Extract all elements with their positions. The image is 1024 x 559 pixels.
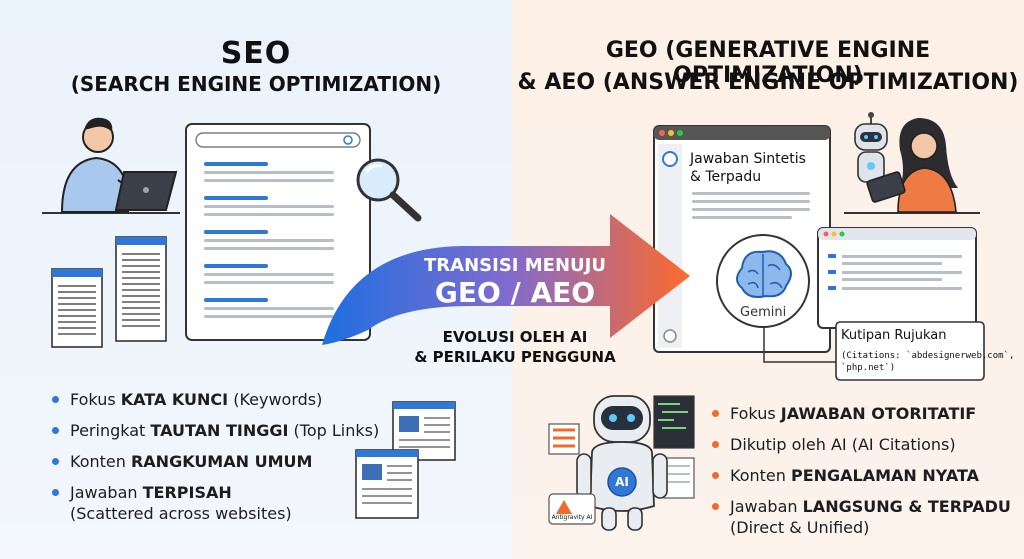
robot-ai-label: AI (615, 475, 629, 489)
bullet-bold: TAUTAN TINGGI (150, 421, 289, 440)
seo-bullet-keywords: Fokus KATA KUNCI (Keywords) (52, 389, 379, 410)
seo-bullet-content: Konten RANGKUMAN UMUM (52, 451, 379, 472)
seo-bullet-list: Fokus KATA KUNCI (Keywords) Peringkat TA… (52, 389, 379, 534)
bullet-text-line2: (Scattered across websites) (70, 504, 292, 523)
person-laptop-illustration (42, 117, 180, 214)
bullet-text: Peringkat (70, 421, 151, 440)
antigravity-label: Antigravity AI (551, 514, 593, 521)
seo-subtitle: (SEARCH ENGINE OPTIMIZATION) (0, 72, 512, 96)
citation-line2: `php.net`) (841, 363, 896, 373)
bullet-bold: LANGSUNG & TERPADU (802, 497, 1011, 516)
geo-bullet-authoritative: Fokus JAWABAN OTORITATIF (712, 403, 1011, 424)
bullet-bold: RANGKUMAN UMUM (130, 452, 313, 471)
transition-arrow (322, 214, 690, 345)
seo-bullet-links: Peringkat TAUTAN TINGGI (Top Links) (52, 420, 379, 441)
search-results-page (185, 123, 371, 341)
geo-bullet-experience: Konten PENGALAMAN NYATA (712, 465, 1011, 486)
arrow-label-line2: GEO / AEO (434, 276, 596, 309)
bullet-text: Konten (70, 452, 131, 471)
seo-subtitle-text: (SEARCH ENGINE OPTIMIZATION) (70, 72, 442, 96)
bullet-bold: KATA KUNCI (120, 390, 229, 409)
seo-bullet-answers: Jawaban TERPISAH (Scattered across websit… (52, 482, 379, 524)
answer-box-title: Jawaban Sintetis & Terpadu (690, 150, 806, 186)
bullet-text: Konten (730, 466, 791, 485)
robot-woman-illustration (844, 112, 980, 214)
citation-line1: (Citations: `abdesignerweb.com`, (841, 351, 1015, 361)
citations-window (763, 227, 985, 381)
citation-title: Kutipan Rujukan (841, 328, 947, 343)
bullet-text: Fokus (730, 404, 781, 423)
arrow-label-line1: TRANSISI MENUJU (424, 255, 606, 276)
geo-title: GEO (GENERATIVE ENGINE OPTIMIZATION) (605, 38, 931, 88)
browser-windows-left (355, 401, 456, 519)
bullet-text: (Top Links) (288, 421, 380, 440)
bullet-bold: TERPISAH (142, 483, 232, 502)
geo-bullet-citations: Dikutip oleh AI (AI Citations) (712, 434, 1011, 455)
answer-box-line1: Jawaban Sintetis (690, 151, 806, 167)
citation-text: (Citations: `abdesignerweb.com`, `php.ne… (841, 350, 1014, 374)
bullet-text: (Keywords) (228, 390, 323, 409)
arrow-caption-line1: EVOLUSI OLEH AI (442, 328, 588, 346)
gemini-brain-icon (716, 234, 810, 328)
arrow-caption-line2: & PERILAKU PENGGUNA (414, 348, 616, 366)
magnifier-icon (356, 158, 422, 222)
answer-box-line2: & Terpadu (690, 169, 762, 185)
bullet-text-line2: (Direct & Unified) (730, 518, 870, 537)
document-icons-left (51, 236, 167, 348)
bullet-bold: JAWABAN OTORITATIF (780, 404, 977, 423)
bullet-text: Fokus (70, 390, 121, 409)
bullet-bold: PENGALAMAN NYATA (790, 466, 980, 485)
bullet-text: Jawaban (70, 483, 143, 502)
arrow-caption: EVOLUSI OLEH AI & PERILAKU PENGGUNA (400, 327, 630, 367)
seo-title: SEO (220, 36, 292, 71)
bullet-text: Dikutip oleh AI (AI Citations) (730, 435, 956, 454)
bullet-text: Jawaban (730, 497, 803, 516)
gemini-label: Gemini (740, 305, 787, 320)
geo-bullet-direct: Jawaban LANGSUNG & TERPADU (Direct & Unif… (712, 496, 1011, 538)
geo-bullet-list: Fokus JAWABAN OTORITATIF Dikutip oleh AI… (712, 403, 1011, 548)
aeo-title: & AEO (ANSWER ENGINE OPTIMIZATION) (517, 70, 1019, 95)
ai-robot-illustration (548, 395, 695, 531)
